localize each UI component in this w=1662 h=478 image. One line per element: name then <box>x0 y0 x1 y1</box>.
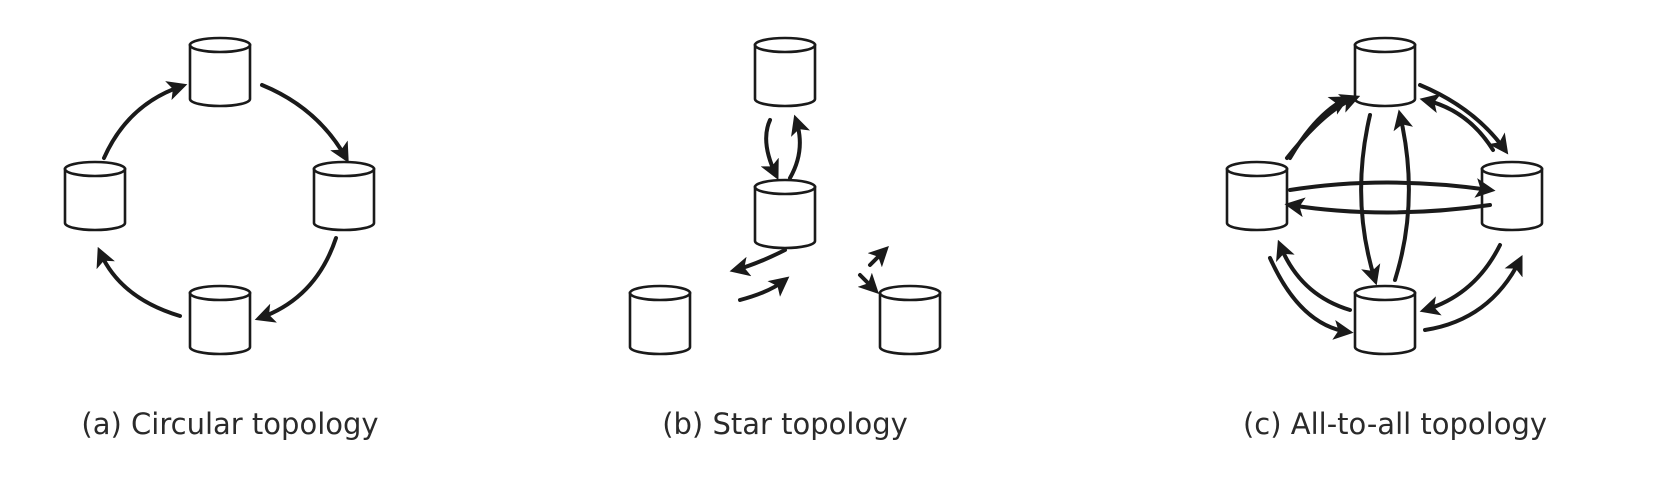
arrow-left-to-bottom <box>1268 256 1354 340</box>
caption-all-to-all: (c) All-to-all topology <box>1243 407 1547 441</box>
arrow-right-to-left <box>1284 197 1492 218</box>
database-node-center <box>753 178 817 250</box>
database-node-left <box>63 160 127 232</box>
arrow-center-to-top <box>788 114 811 180</box>
database-node-top <box>188 36 252 108</box>
database-node-bottom <box>188 284 252 356</box>
arrow-left-to-top <box>1288 96 1350 160</box>
arrow-left-to-top <box>102 81 188 160</box>
database-node-top <box>1353 36 1417 108</box>
arrow-bottom-to-left <box>1276 239 1352 312</box>
arrow-right-to-bottom <box>1419 243 1502 316</box>
arrow-bottom-left-to-center <box>738 276 790 302</box>
database-node-left <box>1225 160 1289 232</box>
arrow-left-to-right <box>1288 178 1496 198</box>
all-to-all-topology-panel <box>1225 36 1544 356</box>
circular-topology-panel <box>63 36 376 356</box>
arrow-right-to-bottom <box>254 236 338 323</box>
arrow-right-to-top <box>1419 93 1495 152</box>
caption-star: (b) Star topology <box>662 407 908 441</box>
arrow-top-to-bottom <box>1359 113 1381 286</box>
arrow-bottom-to-left <box>96 246 182 318</box>
arrow-center-to-bottom-left <box>729 248 787 277</box>
caption-circular: (a) Circular topology <box>81 407 378 441</box>
arrow-top-to-right <box>1418 83 1509 155</box>
database-node-bottom-right <box>878 284 942 356</box>
arrow-top-to-right <box>260 83 349 163</box>
arrow-top-to-center <box>760 118 779 181</box>
database-node-bottom-left <box>628 284 692 356</box>
database-node-right <box>312 160 376 232</box>
star-topology-panel <box>628 36 942 356</box>
arrow-bottom-to-top <box>1393 109 1414 282</box>
arrow-center-to-bottom-right <box>857 272 879 294</box>
database-node-bottom <box>1353 284 1417 356</box>
arrow-bottom-right-to-center <box>867 246 889 268</box>
database-node-top <box>753 36 817 108</box>
arrow-bottom-to-right <box>1423 254 1523 332</box>
database-node-right <box>1480 160 1544 232</box>
